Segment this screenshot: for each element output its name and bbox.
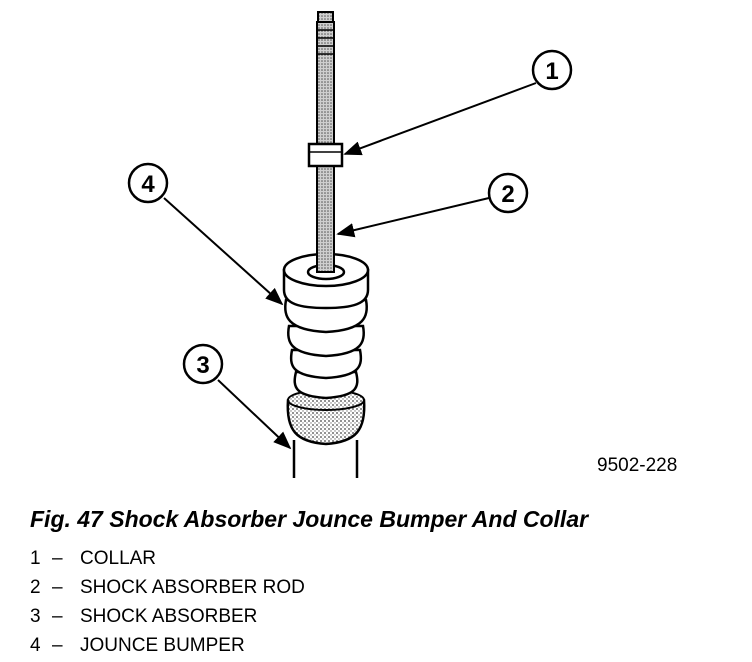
- callout-3: 3: [182, 343, 292, 450]
- legend-item: 2–SHOCK ABSORBER ROD: [30, 577, 305, 598]
- figure-caption: Fig. 47 Shock Absorber Jounce Bumper And…: [30, 506, 589, 532]
- legend-item: 4–JOUNCE BUMPER: [30, 635, 245, 656]
- callout-4: 4: [127, 162, 284, 306]
- legend-item: 3–SHOCK ABSORBER: [30, 606, 258, 627]
- figure-id: 9502-228: [597, 455, 677, 476]
- svg-text:1: 1: [545, 58, 558, 85]
- callout-2: 2: [336, 172, 529, 238]
- jounce-bumper: [282, 252, 370, 400]
- svg-text:2: 2: [501, 181, 514, 208]
- legend-item: 1–COLLAR: [30, 548, 157, 569]
- svg-text:4: 4: [141, 171, 155, 198]
- collar: [307, 142, 344, 168]
- shock-absorber-body: [286, 389, 366, 478]
- legend: 1–COLLAR 2–SHOCK ABSORBER ROD 3–SHOCK AB…: [30, 544, 305, 660]
- shock-absorber-rod: [316, 11, 335, 273]
- svg-text:3: 3: [196, 352, 209, 379]
- callout-1: 1: [343, 49, 573, 156]
